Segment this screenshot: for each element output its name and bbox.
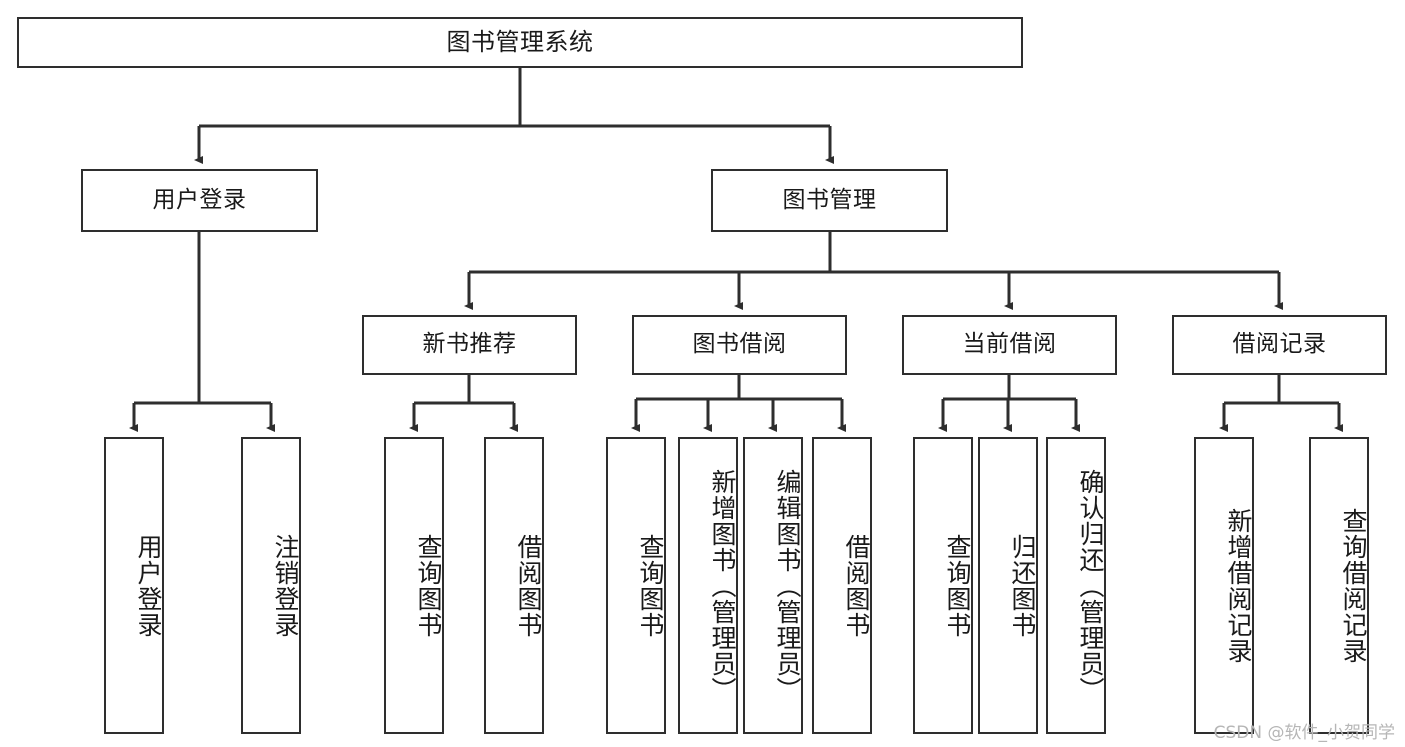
leaf-label: 编辑图书（管理员） bbox=[773, 468, 802, 703]
node-user-login[interactable]: 用户登录 bbox=[81, 169, 318, 232]
leaf-book-borrow-query-book[interactable]: 查询图书 bbox=[606, 437, 666, 734]
watermark-text: CSDN @软件_小贺同学 bbox=[1213, 723, 1395, 743]
node-root-system[interactable]: 图书管理系统 bbox=[17, 17, 1023, 68]
leaf-label: 查询图书 bbox=[943, 533, 972, 638]
leaf-new-book-borrow-book[interactable]: 借阅图书 bbox=[484, 437, 544, 734]
leaf-label: 查询图书 bbox=[414, 533, 443, 638]
leaf-label: 注销登录 bbox=[271, 533, 300, 638]
leaf-label: 确认归还（管理员） bbox=[1076, 468, 1105, 703]
node-new-book-recommend[interactable]: 新书推荐 bbox=[362, 315, 577, 375]
leaf-label: 查询借阅记录 bbox=[1339, 507, 1368, 664]
leaf-label: 归还图书 bbox=[1008, 533, 1037, 638]
leaf-label: 借阅图书 bbox=[842, 533, 871, 638]
node-current-borrow[interactable]: 当前借阅 bbox=[902, 315, 1117, 375]
leaf-user-login-logout[interactable]: 注销登录 bbox=[241, 437, 301, 734]
leaf-borrow-record-query-record[interactable]: 查询借阅记录 bbox=[1309, 437, 1369, 734]
leaf-current-borrow-query-book[interactable]: 查询图书 bbox=[913, 437, 973, 734]
leaf-current-borrow-return-book[interactable]: 归还图书 bbox=[978, 437, 1038, 734]
leaf-label: 借阅图书 bbox=[514, 533, 543, 638]
leaf-borrow-record-add-record[interactable]: 新增借阅记录 bbox=[1194, 437, 1254, 734]
node-book-management[interactable]: 图书管理 bbox=[711, 169, 948, 232]
leaf-label: 用户登录 bbox=[134, 533, 163, 638]
leaf-new-book-query-book[interactable]: 查询图书 bbox=[384, 437, 444, 734]
leaf-label: 查询图书 bbox=[636, 533, 665, 638]
leaf-book-borrow-edit-book-admin[interactable]: 编辑图书（管理员） bbox=[743, 437, 803, 734]
leaf-book-borrow-borrow-book[interactable]: 借阅图书 bbox=[812, 437, 872, 734]
leaf-label: 新增图书（管理员） bbox=[708, 468, 737, 703]
node-borrow-record[interactable]: 借阅记录 bbox=[1172, 315, 1387, 375]
leaf-user-login-login[interactable]: 用户登录 bbox=[104, 437, 164, 734]
leaf-book-borrow-add-book-admin[interactable]: 新增图书（管理员） bbox=[678, 437, 738, 734]
leaf-label: 新增借阅记录 bbox=[1224, 507, 1253, 664]
leaf-current-borrow-confirm-return-admin[interactable]: 确认归还（管理员） bbox=[1046, 437, 1106, 734]
node-book-borrow[interactable]: 图书借阅 bbox=[632, 315, 847, 375]
